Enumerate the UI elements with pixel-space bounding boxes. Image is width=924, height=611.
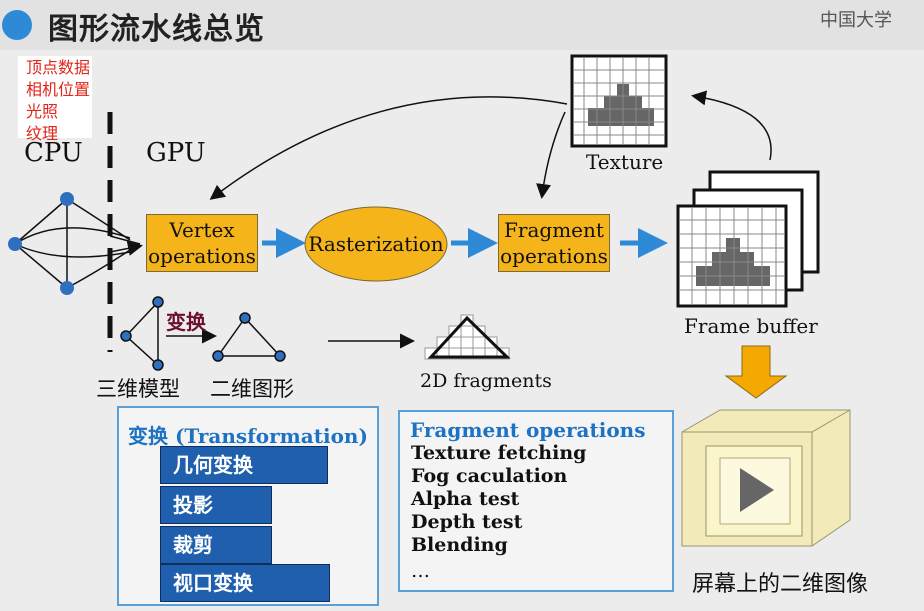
input-mesh-icon: [14, 198, 140, 289]
fragment-line2: operations: [500, 244, 608, 268]
step-viewport-transform: 视口变换: [160, 564, 330, 602]
fragment-operations-panel: [398, 410, 674, 592]
screen-icon: [681, 409, 851, 547]
fragment-line1: Fragment: [504, 218, 604, 242]
note-light: 光照: [26, 102, 59, 121]
texture-label: Texture: [586, 150, 664, 174]
vertex-operations-box: Vertex operations: [146, 214, 258, 272]
transformation-title: 变换 (Transformation): [128, 424, 368, 448]
framebuffer-to-texture-arrow: [691, 90, 772, 161]
fragment-item-depth-test: Depth test: [411, 511, 523, 533]
bullet-dot: [2, 10, 32, 40]
fragment-item-fog: Fog caculation: [411, 465, 568, 487]
fragment-item-ellipsis: …: [411, 560, 430, 582]
fragment-item-blending: Blending: [411, 534, 508, 556]
play-icon: [740, 468, 774, 512]
step-projection: 投影: [160, 486, 272, 524]
model-3d-label: 三维模型: [96, 377, 180, 401]
logo-text: 中国大学: [820, 10, 892, 31]
frame-buffer-stack-icon: [676, 170, 820, 308]
screen-image-label: 屏幕上的二维图像: [692, 572, 869, 597]
note-camera: 相机位置: [26, 80, 91, 99]
fragments-2d-icon: [424, 314, 511, 360]
frame-buffer-label: Frame buffer: [684, 314, 818, 338]
transform-tag: 变换: [166, 310, 206, 334]
note-texture: 纹理: [26, 124, 59, 143]
vertex-line1: Vertex: [169, 218, 235, 242]
step-clipping: 裁剪: [160, 526, 272, 564]
fragment-operations-box: Fragment operations: [498, 214, 610, 272]
header-bar: [0, 0, 924, 50]
texture-to-vertex-arrow: [209, 96, 568, 200]
rasterization-label: Rasterization: [308, 232, 444, 256]
fragments-2d-label: 2D fragments: [420, 370, 552, 392]
down-arrow-icon: [724, 345, 788, 399]
fragment-item-texture-fetching: Texture fetching: [411, 442, 587, 464]
page-title: 图形流水线总览: [48, 12, 265, 47]
figure-2d-label: 二维图形: [210, 377, 294, 401]
cpu-label: CPU: [24, 138, 83, 168]
texture-to-fragment-arrow: [536, 111, 566, 199]
step-geometric-transform: 几何变换: [160, 446, 328, 484]
fragment-panel-title: Fragment operations: [410, 418, 646, 442]
texture-grid-icon: [570, 54, 668, 148]
note-box: [18, 56, 92, 138]
model-3d-icon: [120, 296, 164, 371]
note-vertex-data: 顶点数据: [26, 58, 91, 77]
figure-2d-icon: [212, 312, 286, 362]
vertex-line2: operations: [148, 244, 256, 268]
gpu-label: GPU: [146, 138, 206, 168]
fragment-item-alpha-test: Alpha test: [411, 488, 520, 510]
